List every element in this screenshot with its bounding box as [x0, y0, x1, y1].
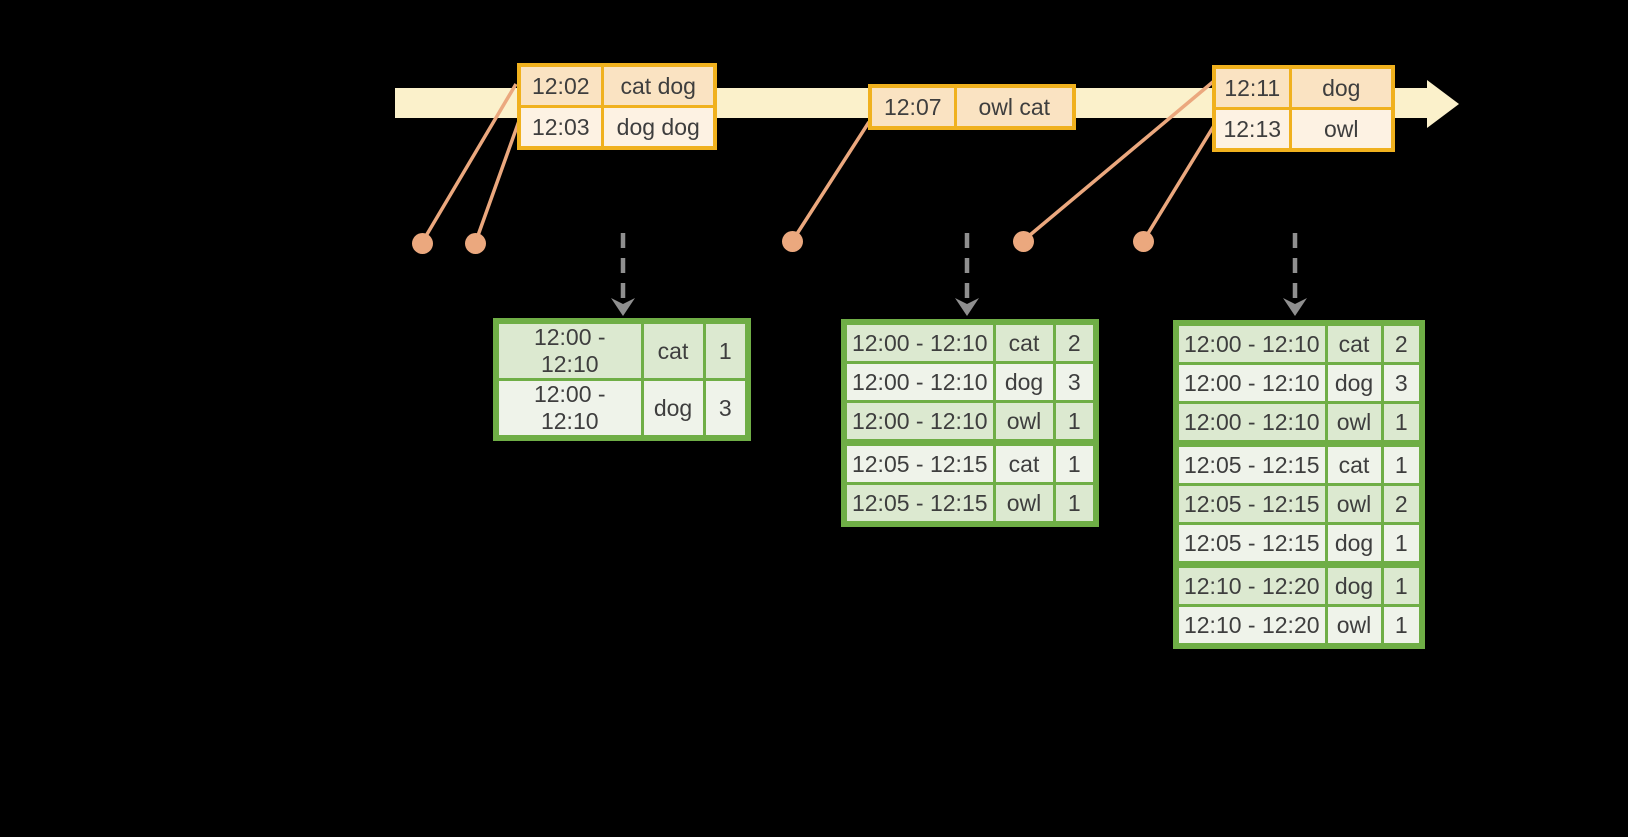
result-row: 12:00 - 12:10 dog 3 — [842, 361, 1098, 403]
word-cell: dog — [992, 361, 1056, 403]
result-row: 12:00 - 12:10 cat 1 — [494, 319, 750, 381]
down-arrowhead-icon — [1283, 298, 1307, 316]
result-row: 12:00 - 12:10 cat 2 — [842, 320, 1098, 364]
result-row: 12:05 - 12:15 owl 2 — [1174, 483, 1424, 525]
word-cell: cat — [1324, 321, 1384, 365]
event-time-cell: 12:07 — [868, 84, 957, 130]
count-cell: 1 — [1380, 604, 1424, 648]
event-time-cell: 12:02 — [517, 63, 604, 108]
word-cell: cat — [1324, 440, 1384, 486]
connector-line — [1142, 123, 1217, 241]
event-dot — [1133, 231, 1154, 252]
word-cell: cat — [640, 319, 706, 381]
count-cell: 1 — [702, 319, 750, 381]
word-cell: dog — [1324, 362, 1384, 404]
connector-line — [791, 121, 871, 241]
count-cell: 3 — [1052, 361, 1098, 403]
word-cell: owl — [992, 400, 1056, 444]
event-time-cell: 12:11 — [1212, 65, 1292, 110]
word-cell: owl — [1324, 483, 1384, 525]
window-cell: 12:05 - 12:15 — [1174, 440, 1328, 486]
count-cell: 2 — [1380, 321, 1424, 365]
count-cell: 3 — [702, 378, 750, 440]
result-row: 12:00 - 12:10 owl 1 — [842, 400, 1098, 444]
count-cell: 2 — [1380, 483, 1424, 525]
count-cell: 1 — [1052, 439, 1098, 485]
event-table-2: 12:07 owl cat — [868, 84, 1076, 130]
window-cell: 12:00 - 12:10 — [494, 378, 644, 440]
window-cell: 12:00 - 12:10 — [494, 319, 644, 381]
window-cell: 12:10 - 12:20 — [1174, 561, 1328, 607]
window-cell: 12:00 - 12:10 — [1174, 321, 1328, 365]
result-row: 12:00 - 12:10 dog 3 — [1174, 362, 1424, 404]
result-row: 12:05 - 12:15 cat 1 — [1174, 440, 1424, 486]
event-dot — [412, 233, 433, 254]
connector-line — [474, 120, 521, 242]
word-cell: owl — [1324, 401, 1384, 445]
word-cell: cat — [992, 439, 1056, 485]
window-cell: 12:00 - 12:10 — [842, 320, 996, 364]
count-cell: 1 — [1380, 440, 1424, 486]
count-cell: 1 — [1052, 400, 1098, 444]
word-cell: cat — [992, 320, 1056, 364]
result-row: 12:00 - 12:10 dog 3 — [494, 378, 750, 440]
event-time-cell: 12:13 — [1212, 107, 1292, 152]
count-cell: 2 — [1052, 320, 1098, 364]
event-row: 12:07 owl cat — [868, 84, 1076, 130]
event-table-3: 12:11 dog 12:13 owl — [1212, 65, 1395, 152]
event-dot — [782, 231, 803, 252]
result-row: 12:00 - 12:10 owl 1 — [1174, 401, 1424, 445]
window-cell: 12:10 - 12:20 — [1174, 604, 1328, 648]
result-table-1: 12:00 - 12:10 cat 1 12:00 - 12:10 dog 3 — [493, 318, 751, 441]
event-row: 12:11 dog — [1212, 65, 1395, 110]
result-row: 12:00 - 12:10 cat 2 — [1174, 321, 1424, 365]
event-dot — [465, 233, 486, 254]
result-row: 12:05 - 12:15 dog 1 — [1174, 522, 1424, 566]
window-cell: 12:05 - 12:15 — [842, 439, 996, 485]
event-words-cell: owl — [1288, 107, 1395, 152]
event-words-cell: dog — [1288, 65, 1395, 110]
count-cell: 1 — [1380, 522, 1424, 566]
event-row: 12:02 cat dog — [517, 63, 717, 108]
event-time-cell: 12:03 — [517, 105, 604, 150]
result-row: 12:10 - 12:20 dog 1 — [1174, 561, 1424, 607]
event-table-1: 12:02 cat dog 12:03 dog dog — [517, 63, 717, 150]
down-arrowhead-icon — [611, 298, 635, 316]
result-table-3: 12:00 - 12:10 cat 2 12:00 - 12:10 dog 3 … — [1173, 320, 1425, 649]
word-cell: owl — [1324, 604, 1384, 648]
window-cell: 12:00 - 12:10 — [1174, 362, 1328, 404]
window-cell: 12:05 - 12:15 — [1174, 522, 1328, 566]
result-row: 12:10 - 12:20 owl 1 — [1174, 604, 1424, 648]
word-cell: dog — [1324, 522, 1384, 566]
trigger-arrowheads — [611, 298, 1307, 316]
event-dot — [1013, 231, 1034, 252]
event-row: 12:13 owl — [1212, 107, 1395, 152]
result-row: 12:05 - 12:15 cat 1 — [842, 439, 1098, 485]
window-cell: 12:00 - 12:10 — [1174, 401, 1328, 445]
window-cell: 12:00 - 12:10 — [842, 361, 996, 403]
timeline-arrowhead-icon — [1427, 80, 1459, 128]
count-cell: 3 — [1380, 362, 1424, 404]
result-row: 12:05 - 12:15 owl 1 — [842, 482, 1098, 526]
down-arrowhead-icon — [955, 298, 979, 316]
word-cell: owl — [992, 482, 1056, 526]
window-cell: 12:05 - 12:15 — [1174, 483, 1328, 525]
result-table-2: 12:00 - 12:10 cat 2 12:00 - 12:10 dog 3 … — [841, 319, 1099, 527]
event-row: 12:03 dog dog — [517, 105, 717, 150]
event-words-cell: dog dog — [600, 105, 717, 150]
count-cell: 1 — [1380, 401, 1424, 445]
event-words-cell: cat dog — [600, 63, 717, 108]
trigger-arrow-stems — [620, 233, 1298, 300]
window-cell: 12:00 - 12:10 — [842, 400, 996, 444]
count-cell: 1 — [1380, 561, 1424, 607]
word-cell: dog — [640, 378, 706, 440]
window-cell: 12:05 - 12:15 — [842, 482, 996, 526]
event-words-cell: owl cat — [953, 84, 1076, 130]
count-cell: 1 — [1052, 482, 1098, 526]
word-cell: dog — [1324, 561, 1384, 607]
